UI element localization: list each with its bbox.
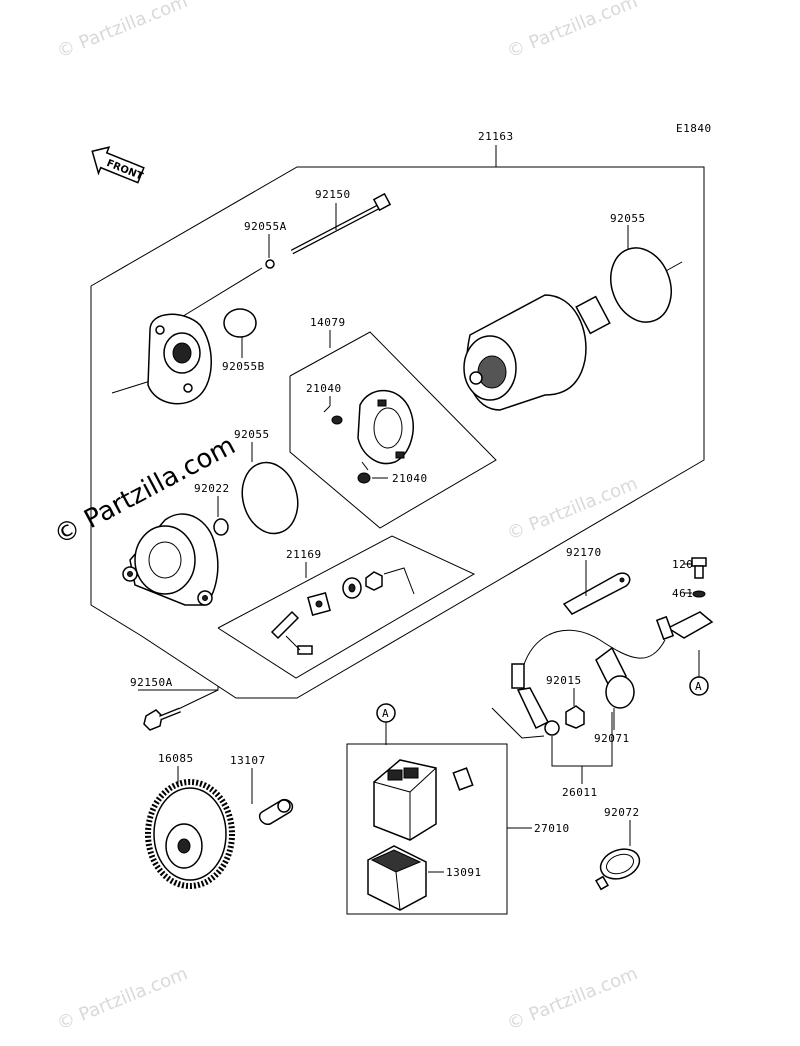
front-housing bbox=[122, 513, 219, 606]
callout-92055A: 92055A bbox=[244, 220, 287, 233]
callout-92072: 92072 bbox=[604, 806, 640, 819]
callout-92055B: 92055B bbox=[222, 360, 265, 373]
callout-92055-mid: 92055 bbox=[234, 428, 270, 441]
callout-13107: 13107 bbox=[230, 754, 266, 767]
starter-assembly-outline bbox=[90, 166, 705, 699]
watermarks: © Partzilla.com © Partzilla.com © Partzi… bbox=[49, 0, 640, 1035]
terminal-set-outline bbox=[217, 535, 476, 679]
terminal-washer bbox=[692, 590, 706, 598]
relay-cover bbox=[367, 845, 427, 911]
long-bolt bbox=[290, 192, 392, 255]
callout-92022: 92022 bbox=[194, 482, 230, 495]
callout-120: 120 bbox=[672, 558, 693, 571]
terminal-bolt bbox=[691, 557, 707, 579]
callout-21040-lower: 21040 bbox=[392, 472, 428, 485]
starter-cable bbox=[511, 611, 714, 736]
callout-16085: 16085 bbox=[158, 752, 194, 765]
callout-92015: 92015 bbox=[546, 674, 582, 687]
terminal-parts bbox=[270, 567, 415, 655]
callout-26011: 26011 bbox=[562, 786, 598, 799]
callout-27010: 27010 bbox=[534, 822, 570, 835]
short-bolt bbox=[143, 707, 181, 731]
brush-spring-upper bbox=[323, 405, 343, 425]
lead-plate bbox=[562, 572, 631, 615]
diagram-ref-code: E1840 bbox=[676, 122, 712, 135]
o-ring-medium bbox=[223, 308, 257, 338]
callout-92150: 92150 bbox=[315, 188, 351, 201]
cable-band bbox=[595, 848, 641, 891]
brush-holder-outline bbox=[289, 331, 497, 529]
gear-shaft bbox=[258, 798, 294, 825]
connector-a-upper-label: A bbox=[382, 707, 389, 720]
callout-13091: 13091 bbox=[446, 866, 482, 879]
callout-92071: 92071 bbox=[594, 732, 630, 745]
connector-a-lower-label: A bbox=[695, 680, 702, 693]
watermark: © Partzilla.com bbox=[504, 0, 641, 63]
callout-14079: 14079 bbox=[310, 316, 346, 329]
callout-21040-upper: 21040 bbox=[306, 382, 342, 395]
relay-assembly-box bbox=[346, 743, 508, 915]
callout-21169: 21169 bbox=[286, 548, 322, 561]
connector-a-lower bbox=[689, 676, 709, 696]
callout-461: 461 bbox=[672, 587, 693, 600]
o-ring-small bbox=[265, 259, 275, 269]
brush-spring-lower bbox=[357, 461, 371, 484]
callout-92170: 92170 bbox=[566, 546, 602, 559]
callout-92055-top: 92055 bbox=[610, 212, 646, 225]
brush-plate bbox=[357, 389, 414, 465]
callout-92150A: 92150A bbox=[130, 676, 173, 689]
o-ring-large-mid bbox=[241, 461, 299, 535]
watermark: © Partzilla.com bbox=[54, 0, 191, 63]
end-cover bbox=[111, 267, 263, 405]
watermark: © Partzilla.com bbox=[54, 963, 191, 1035]
washer bbox=[213, 518, 229, 536]
o-ring-large-top bbox=[610, 247, 672, 323]
starter-relay bbox=[373, 759, 474, 841]
front-arrow-icon: FRONT bbox=[91, 146, 145, 184]
starter-yoke bbox=[463, 294, 611, 411]
callout-21163: 21163 bbox=[478, 130, 514, 143]
watermark: © Partzilla.com bbox=[504, 963, 641, 1035]
cable-nut bbox=[565, 705, 585, 729]
idle-gear bbox=[145, 779, 235, 889]
